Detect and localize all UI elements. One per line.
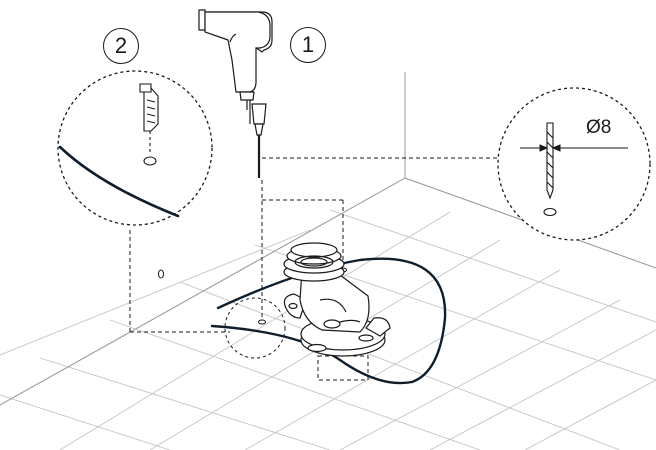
drill-bit-icon	[543, 122, 557, 217]
power-drill-icon	[198, 9, 273, 178]
toilet-pan-connector-icon	[283, 242, 391, 357]
drill-bit-diameter-label: Ø8	[586, 117, 612, 138]
diameter-dimension	[520, 144, 628, 152]
drill-bit-detail	[497, 87, 651, 241]
step-1-label: 1	[290, 27, 326, 63]
step-1-number: 1	[301, 32, 315, 57]
step-2-number: 2	[114, 33, 128, 58]
step-2-label: 2	[103, 28, 139, 64]
dashed-guide-lines	[129, 157, 500, 381]
wall-plug-icon	[139, 83, 159, 166]
wall-plug-detail	[57, 70, 213, 226]
